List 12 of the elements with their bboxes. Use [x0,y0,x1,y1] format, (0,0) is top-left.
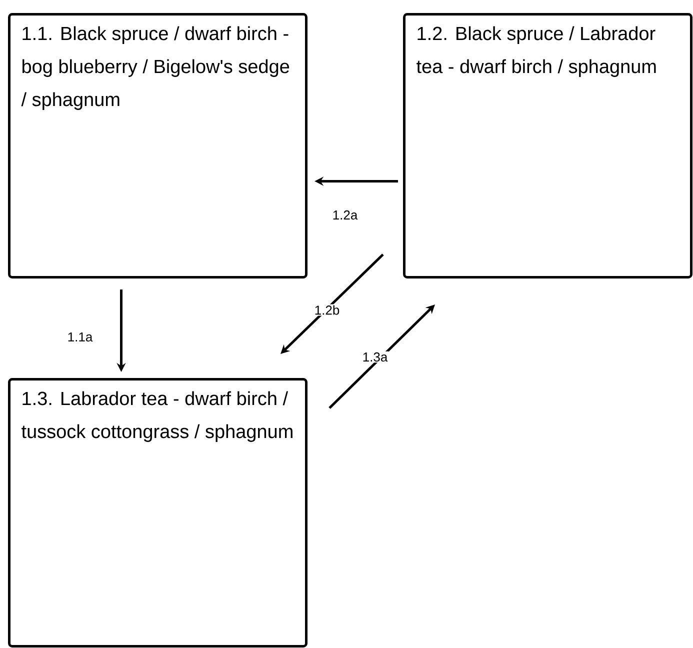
edge-label: 1.3a [363,352,388,362]
node-text: 1.3. Labrador tea - dwarf birch / tussock cottongrass / sphagnum [22,391,292,442]
edge-label: 1.2a [333,210,358,220]
text-box [8,378,308,648]
arrow [328,304,435,409]
text-box [8,13,308,278]
text-box [403,13,692,278]
edge-label: 1.1a [68,332,93,342]
edge-label: 1.2b [315,305,340,315]
arrow [280,254,384,354]
node-text: 1.2. Black spruce / Labrador tea - dwarf birch / sphagnum [416,26,656,77]
node-text: 1.1. Black spruce / dwarf birch - bog blueberry / Bigelow's sedge / sphagnum [21,26,290,110]
